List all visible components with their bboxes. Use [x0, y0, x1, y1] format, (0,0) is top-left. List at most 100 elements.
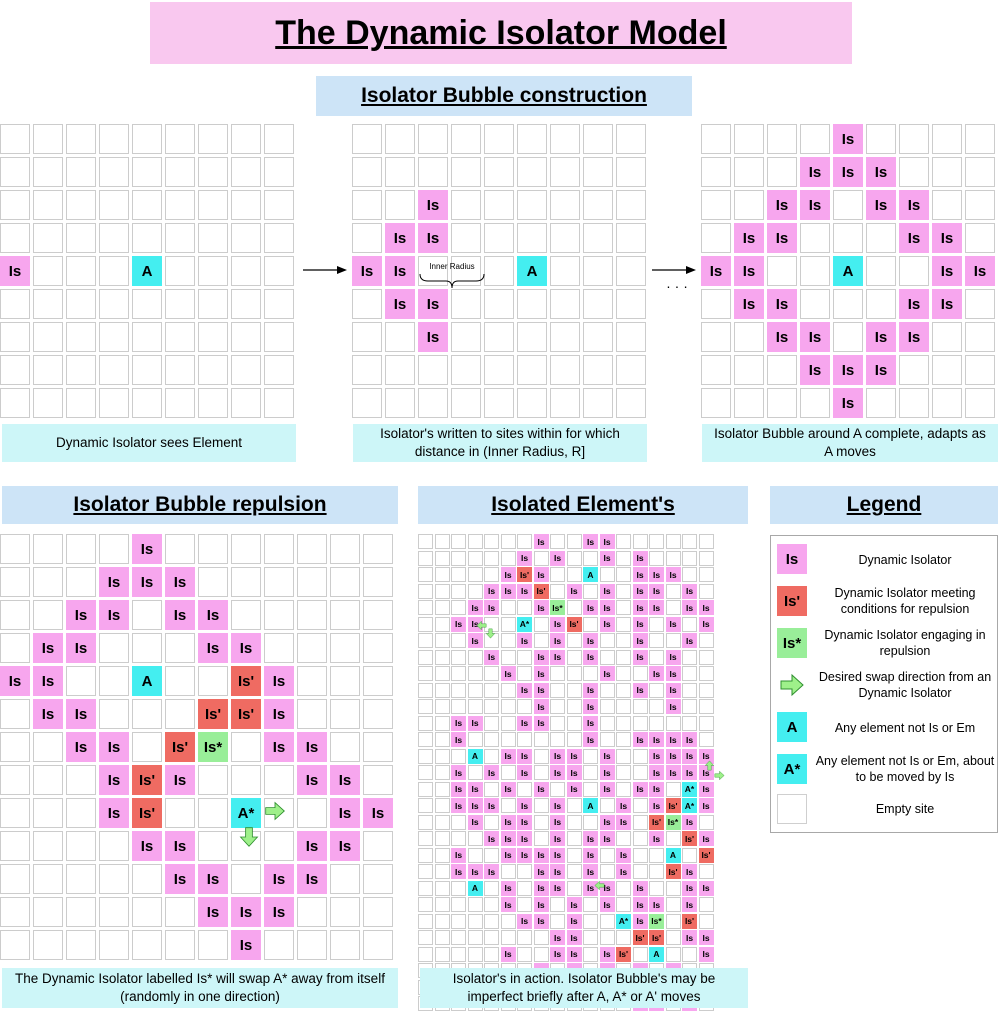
isolator-cell: Is: [451, 732, 466, 747]
isolator-cell: Is: [533, 913, 549, 929]
empty-cell: [484, 190, 514, 220]
empty-cell: [451, 157, 481, 187]
isolator-cell: Is: [583, 715, 598, 731]
isolator-cell: Is: [550, 864, 565, 879]
empty-cell: [418, 831, 433, 846]
legend-item-swap-direction: Desired swap direction from an Dynamic I…: [771, 670, 999, 704]
empty-cell: [484, 124, 514, 154]
empty-cell: [0, 699, 30, 729]
empty-cell: [198, 157, 228, 187]
empty-cell: [583, 124, 613, 154]
empty-cell: [616, 699, 631, 714]
isolator-cell: Is: [297, 732, 327, 762]
empty-cell: [418, 897, 433, 912]
empty-cell: [649, 534, 664, 549]
empty-cell: [767, 388, 797, 418]
isolator-cell: Is: [632, 633, 648, 648]
empty-cell: [434, 550, 450, 566]
legend-text-is-prime: Dynamic Isolator meeting conditions for …: [834, 586, 976, 616]
empty-cell: [616, 256, 646, 286]
isolator-cell: Is: [330, 765, 360, 795]
empty-cell: [550, 913, 565, 929]
isolator-cell: Is: [467, 616, 483, 632]
empty-cell: [566, 567, 582, 582]
empty-cell: [0, 289, 30, 319]
empty-cell: [264, 256, 294, 286]
empty-cell: [616, 748, 631, 764]
isolated-title: Isolated Element's: [491, 493, 675, 516]
empty-cell: [583, 814, 598, 830]
empty-cell: [165, 289, 195, 319]
empty-cell: [264, 355, 294, 385]
empty-cell: [500, 550, 516, 566]
empty-cell: [0, 930, 30, 960]
isolator-cell: Is: [517, 913, 532, 929]
empty-cell: [632, 946, 648, 962]
empty-cell: [484, 715, 499, 731]
isolator-cell: Is: [517, 715, 532, 731]
isolator-cell: Is: [866, 157, 896, 187]
empty-cell: [231, 567, 261, 597]
empty-cell: [264, 600, 294, 630]
isolator-cell: Is: [33, 633, 63, 663]
empty-cell: [231, 864, 261, 894]
empty-cell: [330, 897, 360, 927]
empty-cell: [33, 223, 63, 253]
isolator-prime-cell: Is': [682, 831, 697, 846]
isolator-cell: Is: [198, 864, 228, 894]
empty-cell: [297, 600, 327, 630]
empty-cell: [484, 781, 499, 797]
empty-cell: [500, 649, 516, 665]
empty-cell: [363, 666, 393, 696]
isolator-cell: Is: [550, 616, 565, 632]
empty-cell: [99, 930, 129, 960]
empty-cell: [385, 355, 415, 385]
empty-cell: [330, 567, 360, 597]
empty-cell: [665, 633, 681, 648]
isolator-cell: Is: [583, 732, 598, 747]
empty-cell: [467, 732, 483, 747]
isolator-cell: Is: [583, 831, 598, 846]
isolator-cell: Is: [665, 699, 681, 714]
empty-cell: [165, 322, 195, 352]
construction-title: Isolator Bubble construction: [361, 84, 647, 107]
legend-swatch-is: Is: [777, 544, 807, 574]
isolator-cell: Is: [330, 798, 360, 828]
isolator-cell: Is: [682, 765, 697, 780]
empty-cell: [583, 190, 613, 220]
isolator-cell: Is: [866, 190, 896, 220]
isolator-prime-cell: Is': [132, 765, 162, 795]
empty-cell: [932, 322, 962, 352]
empty-cell: [665, 534, 681, 549]
isolator-cell: Is: [451, 864, 466, 879]
empty-cell: [132, 322, 162, 352]
element-cell: A: [583, 798, 598, 813]
empty-cell: [451, 946, 466, 962]
empty-cell: [264, 831, 294, 861]
empty-cell: [484, 682, 499, 698]
empty-cell: [363, 732, 393, 762]
empty-cell: [550, 682, 565, 698]
empty-cell: [66, 666, 96, 696]
empty-cell: [66, 355, 96, 385]
isolator-cell: Is: [500, 666, 516, 681]
empty-cell: [566, 864, 582, 879]
isolator-cell: Is: [649, 567, 664, 582]
element-cell: A: [517, 256, 547, 286]
isolator-cell: Is: [665, 682, 681, 698]
empty-cell: [434, 946, 450, 962]
isolator-cell: Is: [734, 289, 764, 319]
isolator-cell: Is: [665, 649, 681, 665]
caption-isolated: Isolator's in action. Isolator Bubble's …: [420, 968, 748, 1008]
empty-cell: [734, 124, 764, 154]
isolator-cell: Is: [517, 550, 532, 566]
isolator-cell: Is: [583, 880, 598, 896]
empty-cell: [99, 124, 129, 154]
empty-cell: [517, 649, 532, 665]
empty-cell: [484, 322, 514, 352]
empty-cell: [451, 550, 466, 566]
isolator-cell: Is: [767, 322, 797, 352]
empty-cell: [616, 649, 631, 665]
isolator-cell: Is: [632, 600, 648, 615]
empty-cell: [434, 600, 450, 615]
